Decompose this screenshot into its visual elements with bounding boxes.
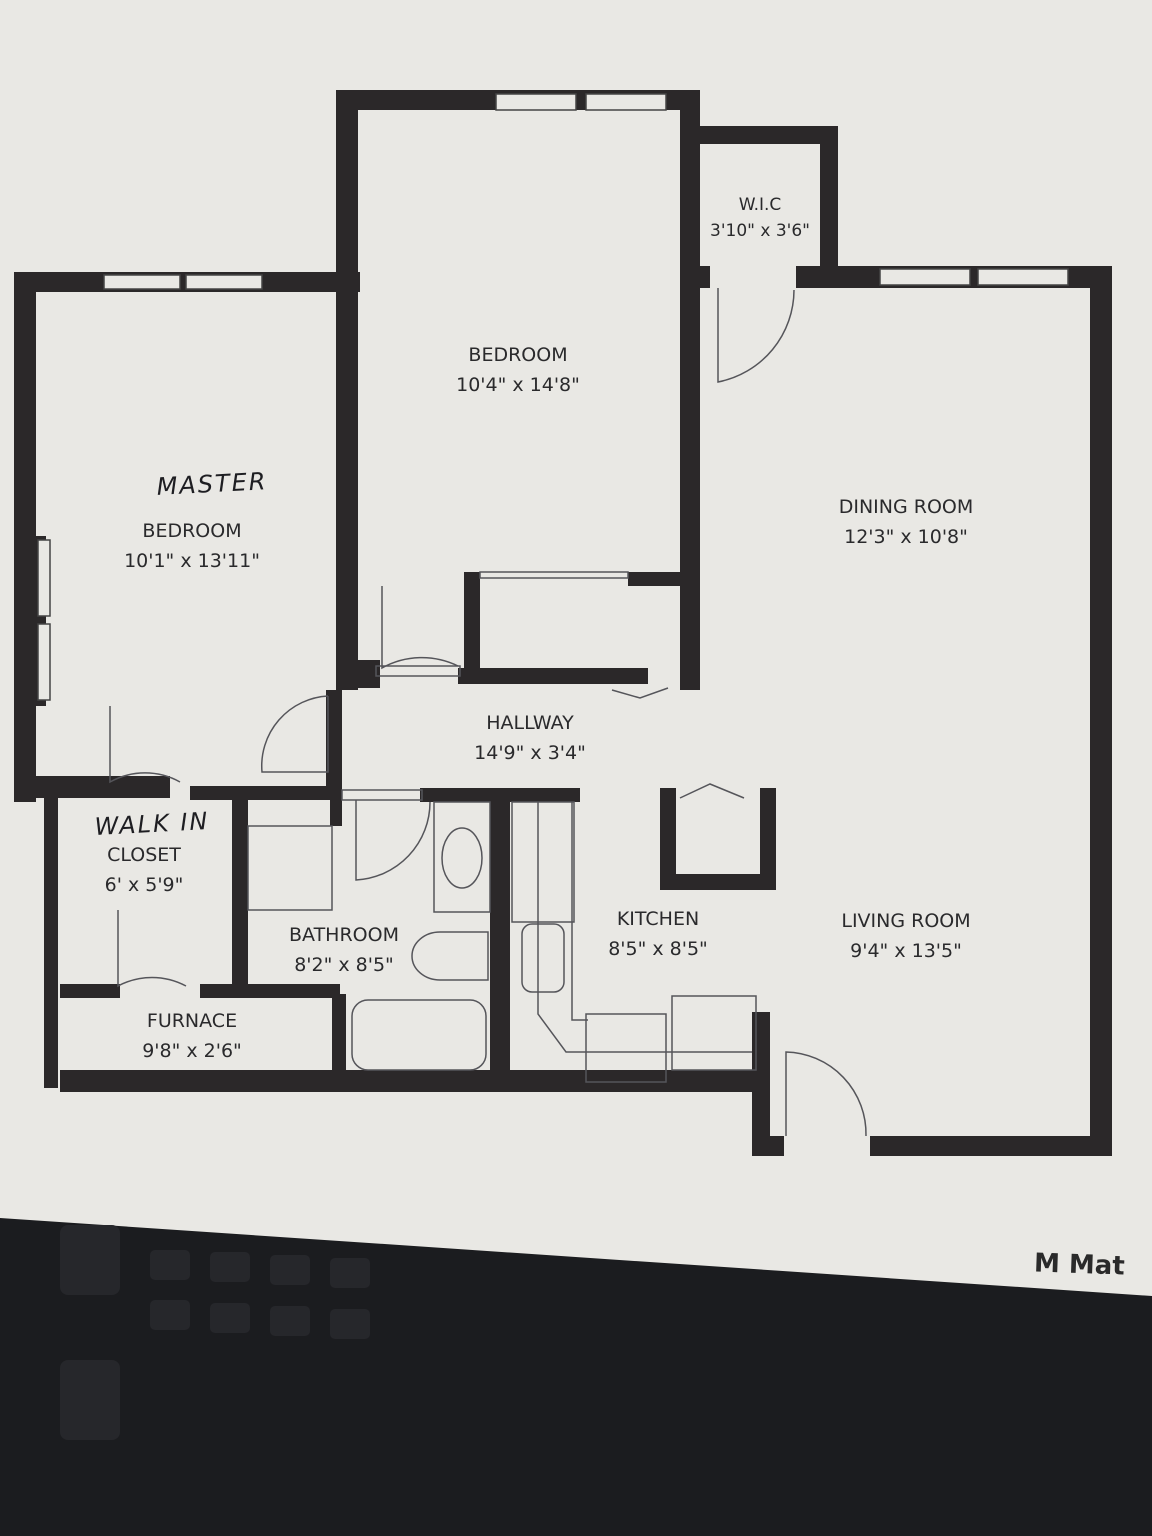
master-annotation: MASTER bbox=[155, 467, 269, 501]
brand-mark: M Mat bbox=[1033, 1248, 1126, 1282]
windows bbox=[37, 93, 1069, 701]
walk-in-annotation: WALK IN bbox=[93, 807, 211, 841]
walls bbox=[14, 90, 1112, 1156]
doors bbox=[109, 288, 867, 1137]
fixtures bbox=[247, 801, 757, 1083]
brand-logo-icon: M bbox=[1033, 1248, 1061, 1280]
keyboard bbox=[60, 1225, 370, 1440]
